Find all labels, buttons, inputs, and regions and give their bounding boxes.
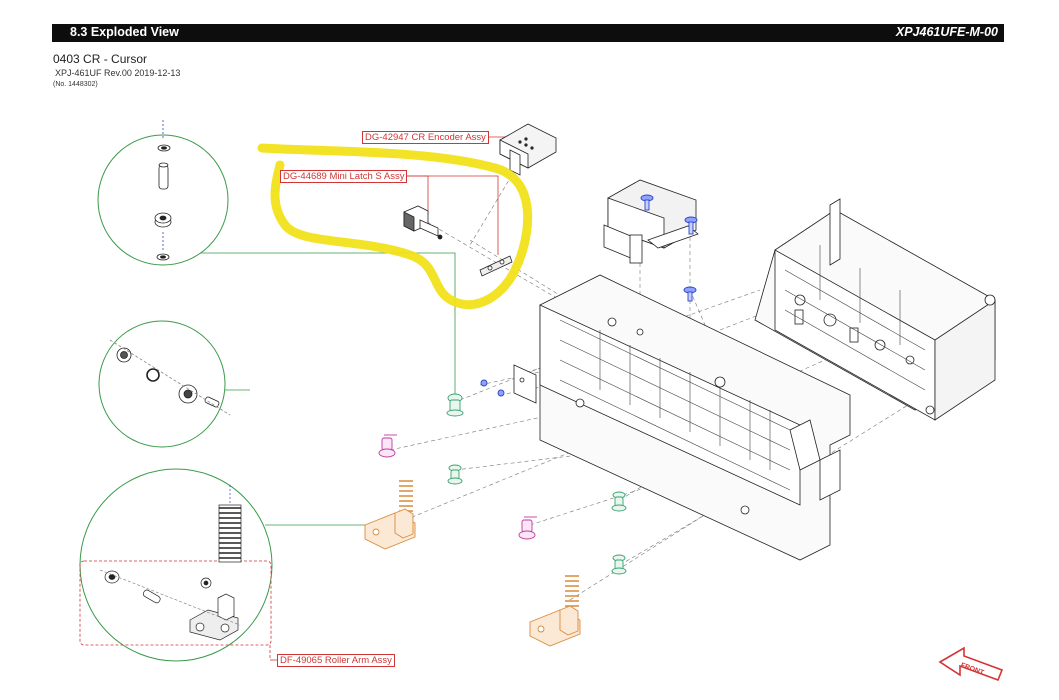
roller-assy-frame — [79, 560, 272, 646]
cap-block-part — [603, 179, 699, 264]
spring-detail — [218, 504, 242, 563]
detail-circle-middle — [98, 320, 226, 448]
pin-icon — [446, 393, 464, 417]
callout-cr-encoder-assy: DG-42947 CR Encoder Assy — [362, 131, 489, 144]
pin-icon — [611, 491, 627, 512]
screw-icon — [497, 389, 505, 397]
detail-middle-parts — [109, 339, 231, 416]
blue-screws — [480, 194, 698, 397]
assembly-revision: XPJ-461UF Rev.00 2019-12-13 — [55, 68, 181, 78]
callout-mini-latch-assy: DG-44689 Mini Latch S Assy — [280, 170, 408, 183]
carriage-frame-part — [539, 274, 851, 561]
orange-roller-arm-1 — [364, 480, 416, 550]
detail-circle-top — [97, 134, 229, 266]
screw-icon — [684, 216, 698, 235]
right-housing-part — [754, 198, 996, 421]
callout-roller-arm-assy: DF-49065 Roller Arm Assy — [277, 654, 395, 667]
screw-icon — [640, 194, 654, 211]
magenta-pins — [378, 434, 537, 540]
assembly-title: 0403 CR - Cursor — [53, 52, 148, 66]
detail-bottom-parts — [99, 485, 242, 641]
mini-latch-part — [403, 205, 443, 240]
detail-connectors — [200, 252, 456, 526]
pin-icon — [378, 434, 397, 458]
model-code: XPJ461UFE-M-00 — [895, 25, 998, 39]
document-number: (No. 1448302) — [53, 81, 98, 88]
detail-top-parts — [154, 120, 172, 261]
screw-icon — [683, 286, 697, 302]
pin-icon — [447, 464, 463, 485]
detail-circle-bottom — [79, 468, 273, 662]
front-arrow-icon — [938, 646, 1004, 682]
section-title: 8.3 Exploded View — [70, 25, 179, 39]
pin-icon — [518, 516, 537, 540]
cr-encoder-part — [499, 123, 557, 176]
side-bracket-part — [513, 364, 537, 404]
detail-circles — [79, 134, 273, 662]
screw-icon — [480, 379, 488, 387]
pin-icon — [611, 554, 627, 575]
orange-roller-arm-2 — [529, 575, 581, 647]
encoder-plate-part — [479, 255, 513, 277]
header-bar: 8.3 Exploded View XPJ461UFE-M-00 — [52, 24, 1004, 42]
green-pins — [446, 393, 627, 575]
highlight-annotation — [257, 143, 533, 310]
